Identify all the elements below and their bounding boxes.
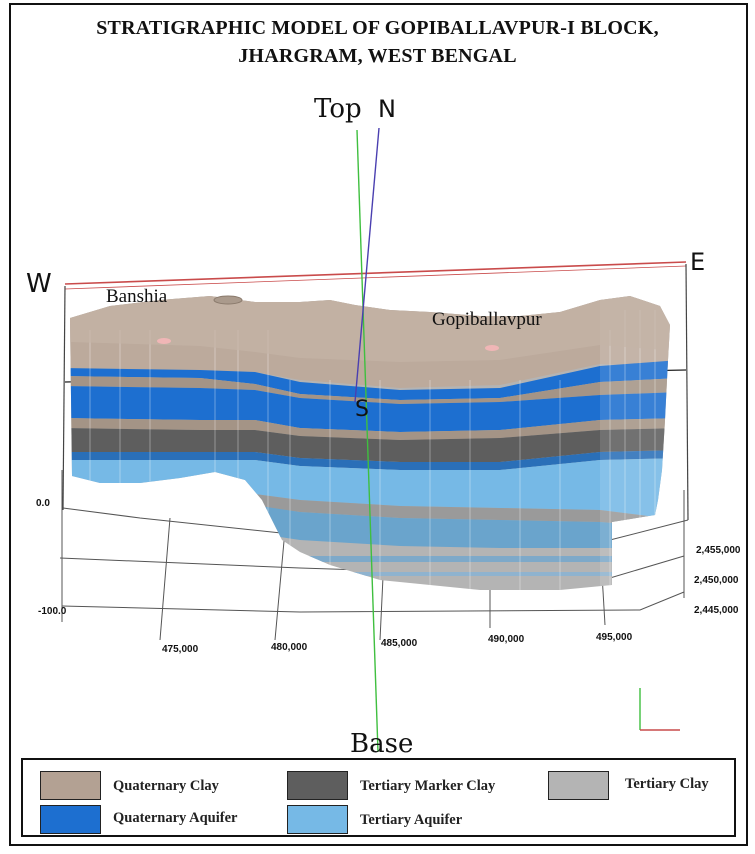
surface-mound <box>213 295 243 305</box>
legend-label: Quaternary Aquifer <box>113 810 238 826</box>
west-label: W <box>26 269 52 299</box>
legend-label: Tertiary Marker Clay <box>360 778 496 794</box>
legend-swatch-quaternary-aquifer <box>40 805 101 834</box>
x-tick-label: 495,000 <box>596 632 633 643</box>
strata-block <box>70 296 670 590</box>
z-tick-label: 0.0 <box>36 498 50 509</box>
legend-swatch-quaternary-clay <box>40 771 101 800</box>
x-tick-label: 485,000 <box>381 638 418 649</box>
east-label: E <box>690 248 705 276</box>
legend-swatch-tertiary-clay <box>548 771 609 800</box>
place-label-gopiballavpur: Gopiballavpur <box>432 309 542 330</box>
top-label: Top <box>314 94 362 124</box>
south-label: S <box>355 397 369 422</box>
x-tick-label: 480,000 <box>271 642 308 653</box>
title-line-2: JHARGRAM, WEST BENGAL <box>238 45 517 67</box>
legend-label: Tertiary Aquifer <box>360 812 463 828</box>
legend-label: Quaternary Clay <box>113 778 219 794</box>
x-tick-label: 490,000 <box>488 634 525 645</box>
legend-label: Tertiary Clay <box>625 776 709 792</box>
y-tick-label: 2,450,000 <box>694 575 739 586</box>
y-tick-label: 2,445,000 <box>694 605 739 616</box>
north-label: N <box>378 95 396 123</box>
legend-swatch-tertiary-marker-clay <box>287 771 348 800</box>
legend: Quaternary Clay Tertiary Marker Clay Ter… <box>21 758 736 837</box>
title-line-1: STRATIGRAPHIC MODEL OF GOPIBALLAVPUR-I B… <box>96 17 659 39</box>
orientation-axes <box>354 127 380 753</box>
base-label: Base <box>350 729 413 759</box>
legend-swatch-tertiary-aquifer <box>287 805 348 834</box>
z-tick-label: -100.0 <box>38 606 67 617</box>
axis-triad-icon <box>639 688 680 731</box>
figure-title: STRATIGRAPHIC MODEL OF GOPIBALLAVPUR-I B… <box>0 14 755 70</box>
y-tick-label: 2,455,000 <box>696 545 741 556</box>
place-label-banshia: Banshia <box>106 286 168 307</box>
x-tick-label: 475,000 <box>162 644 199 655</box>
banshia-marker <box>157 338 171 344</box>
gopiballavpur-marker <box>485 345 499 351</box>
